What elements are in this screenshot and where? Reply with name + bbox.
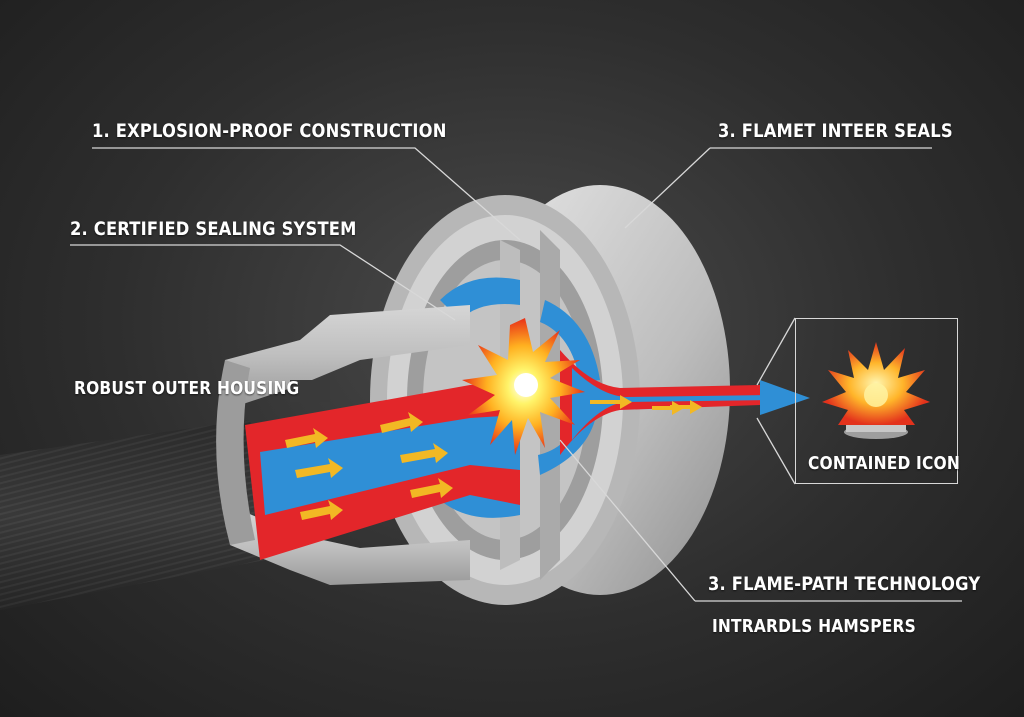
- leader-lines: [70, 147, 962, 602]
- label-certified-sealing-system: 2. CERTIFIED SEALING SYSTEM: [70, 218, 357, 240]
- outlet-arrow-icon: [760, 380, 810, 415]
- outer-sleeve: [216, 305, 470, 585]
- cable: [0, 420, 265, 610]
- contained-icon-callout-box: [795, 318, 958, 484]
- label-flame-path-technology: 3. FLAME-PATH TECHNOLOGY: [708, 573, 981, 595]
- internal-explosion-icon: [462, 318, 585, 455]
- label-explosion-proof-construction: 1. EXPLOSION-PROOF CONSTRUCTION: [92, 120, 447, 142]
- label-flamet-inteer-seals: 3. FLAMET INTEER SEALS: [718, 120, 953, 142]
- flow-arrows: [285, 395, 702, 520]
- label-intrardls-hamspers: INTRARDLS HAMSPERS: [712, 616, 916, 637]
- contained-explosion-icon: [822, 342, 930, 439]
- label-robust-outer-housing: ROBUST OUTER HOUSING: [74, 378, 300, 399]
- label-contained-icon: CONTAINED ICON: [808, 453, 960, 474]
